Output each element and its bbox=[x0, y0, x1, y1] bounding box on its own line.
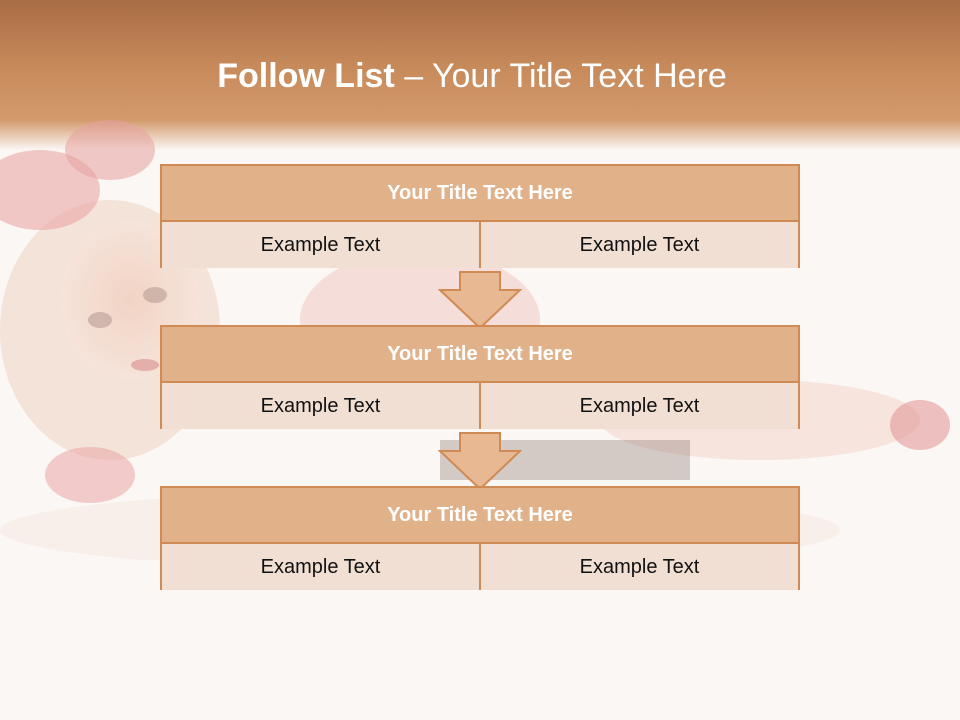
block-title: Your Title Text Here bbox=[162, 327, 798, 383]
block-cell-left: Example Text bbox=[162, 544, 479, 590]
header-band bbox=[0, 0, 960, 150]
block-cell-left: Example Text bbox=[162, 383, 479, 429]
list-block-1: Your Title Text Here Example Text Exampl… bbox=[160, 164, 800, 268]
list-block-2: Your Title Text Here Example Text Exampl… bbox=[160, 325, 800, 429]
block-cell-left: Example Text bbox=[162, 222, 479, 268]
block-title: Your Title Text Here bbox=[162, 166, 798, 222]
slide-title: Follow List – Your Title Text Here bbox=[0, 52, 944, 100]
block-cell-right: Example Text bbox=[479, 222, 798, 268]
down-arrow-icon bbox=[438, 271, 522, 330]
slide-title-bold: Follow List bbox=[217, 57, 395, 95]
slide-title-rest: – Your Title Text Here bbox=[394, 57, 727, 95]
down-arrow-icon bbox=[438, 432, 522, 491]
list-block-3: Your Title Text Here Example Text Exampl… bbox=[160, 486, 800, 590]
block-title: Your Title Text Here bbox=[162, 488, 798, 544]
block-cell-right: Example Text bbox=[479, 383, 798, 429]
block-cell-right: Example Text bbox=[479, 544, 798, 590]
